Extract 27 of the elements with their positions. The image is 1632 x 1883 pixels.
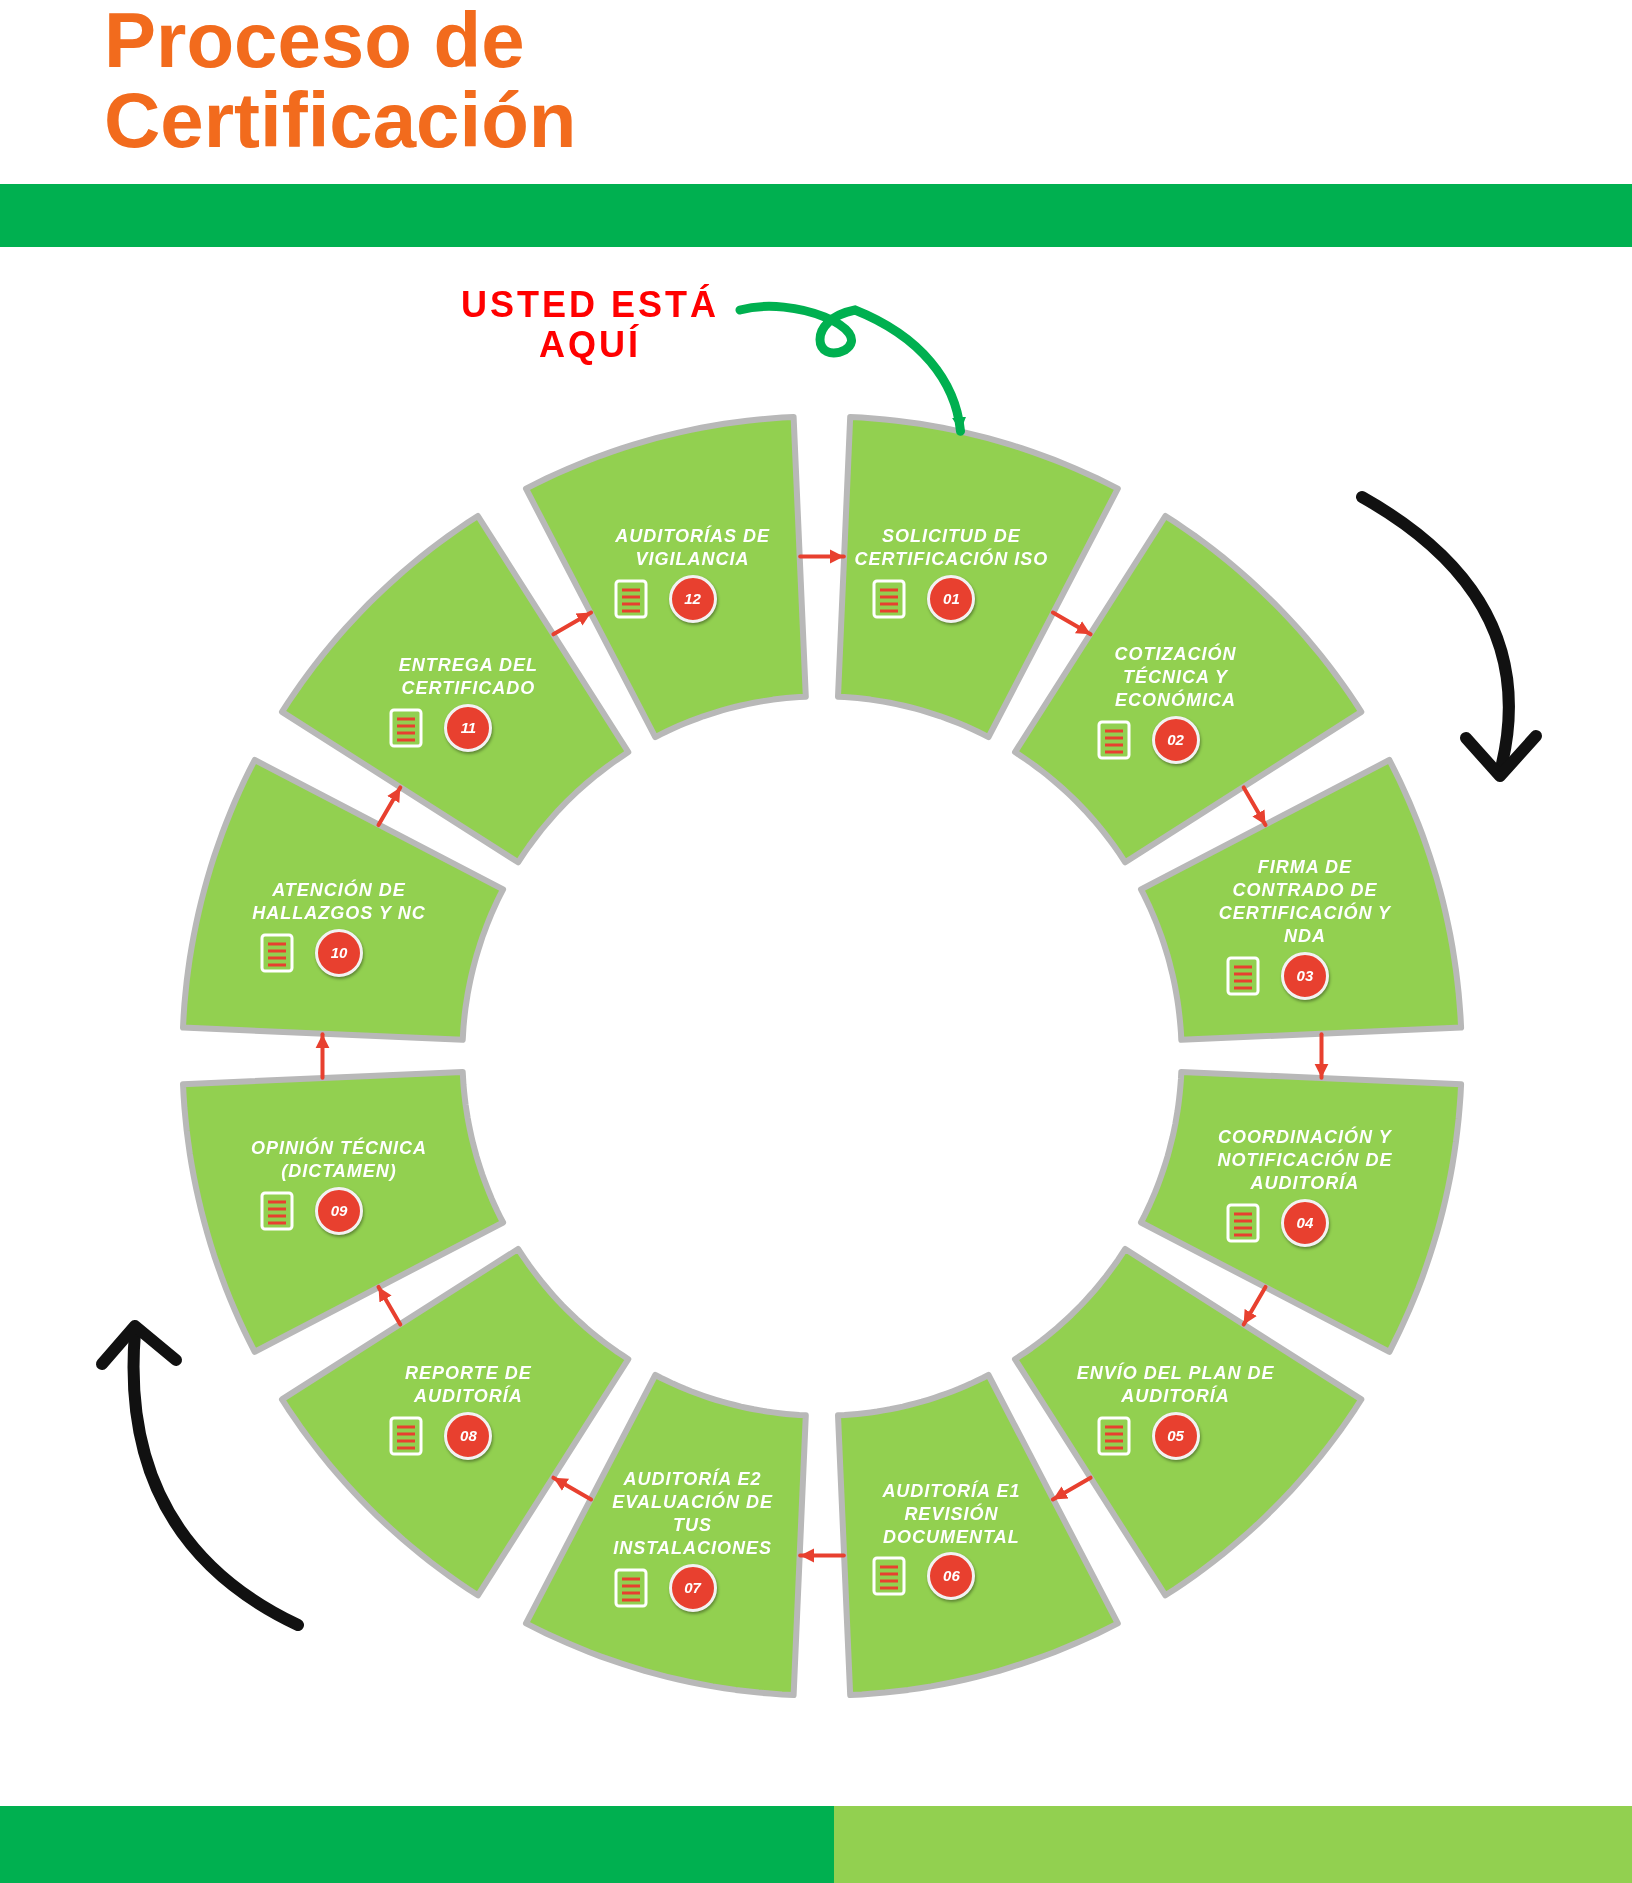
arrow	[798, 1548, 846, 1563]
step-label: ATENCIÓN DE HALLAZGOS Y NC	[251, 878, 427, 925]
arrow	[1050, 1475, 1093, 1502]
step-label: COORDINACIÓN Y NOTIFICACIÓN DE AUDITORÍA	[1216, 1125, 1394, 1195]
arrow	[1241, 1284, 1268, 1327]
step-label: OPINIÓN TÉCNICA (DICTAMEN)	[250, 1137, 428, 1184]
step-label: AUDITORÍA E2 EVALUACIÓN DE TUS INSTALACIONES	[611, 1467, 774, 1560]
step-label: AUDITORÍA E1 REVISIÓN DOCUMENTAL	[881, 1479, 1022, 1549]
arrow	[1241, 785, 1268, 828]
step-label: COTIZACIÓN TÉCNICA Y ECONÓMICA	[1113, 642, 1238, 712]
callout-text: USTED ESTÁ AQUÍ	[460, 285, 720, 365]
step-label: ENVÍO DEL PLAN DE AUDITORÍA	[1075, 1361, 1276, 1408]
arrow	[376, 1284, 403, 1327]
step-label: AUDITORÍAS DE VIGILANCIA	[614, 525, 771, 571]
arrow	[798, 549, 846, 564]
arrow	[735, 301, 966, 436]
step-label: ENTREGA DEL CERTIFICADO	[397, 654, 540, 701]
arrow	[315, 1032, 330, 1080]
step-label: FIRMA DE CONTRADO DE CERTIFICACIÓN Y NDA	[1217, 855, 1393, 948]
page-title: Proceso de Certificación	[104, 0, 578, 160]
step-label: REPORTE DE AUDITORÍA	[404, 1361, 533, 1408]
arrow	[1314, 1032, 1329, 1080]
arrow	[1050, 610, 1093, 637]
step-label: SOLICITUD DE CERTIFICACIÓN ISO	[853, 525, 1050, 571]
arrow	[376, 785, 403, 828]
arrow	[551, 1475, 594, 1502]
arrow	[551, 610, 594, 637]
